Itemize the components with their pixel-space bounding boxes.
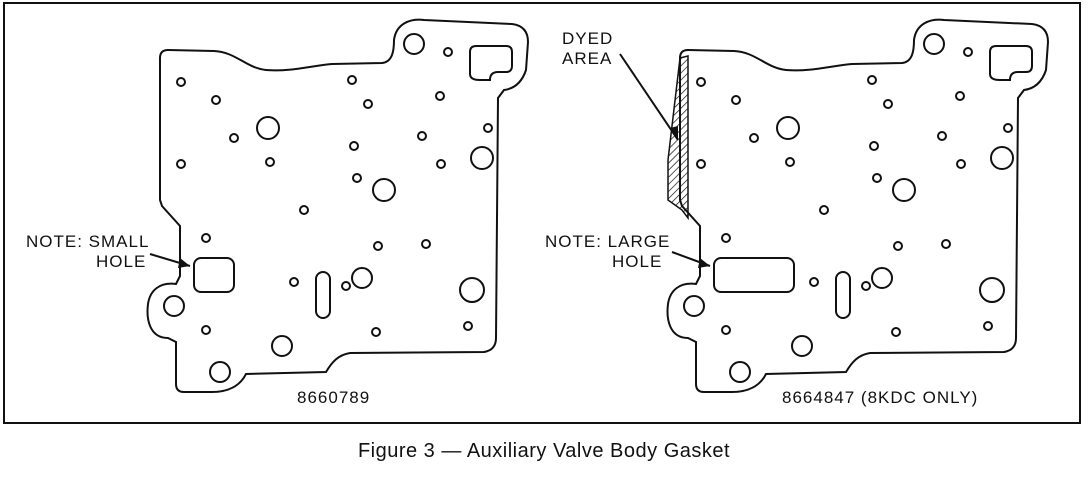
part-number-left: 8660789 [297, 388, 371, 407]
leader-dyed-area [619, 53, 679, 141]
note-small-hole-line2: HOLE [96, 252, 147, 271]
note-large-hole-line2: HOLE [612, 252, 663, 271]
figure-frame [3, 2, 1081, 424]
arrowhead-dyed-area [670, 126, 678, 140]
small-hole [193, 257, 235, 293]
figure-caption: Figure 3 — Auxiliary Valve Body Gasket [357, 440, 731, 462]
dyed-area-label-line2: AREA [562, 49, 613, 68]
gasket-left [146, 18, 529, 394]
note-large-hole-line1: NOTE: LARGE [545, 232, 671, 251]
gasket-right [619, 18, 1049, 394]
note-small-hole-line1: NOTE: SMALL [26, 232, 150, 251]
arrowhead-small-hole [178, 258, 190, 268]
dyed-area-label-line1: DYED [562, 29, 614, 48]
large-hole [713, 257, 795, 293]
arrowhead-large-hole [698, 258, 710, 268]
part-number-right: 8664847 (8KDC ONLY) [782, 388, 979, 407]
